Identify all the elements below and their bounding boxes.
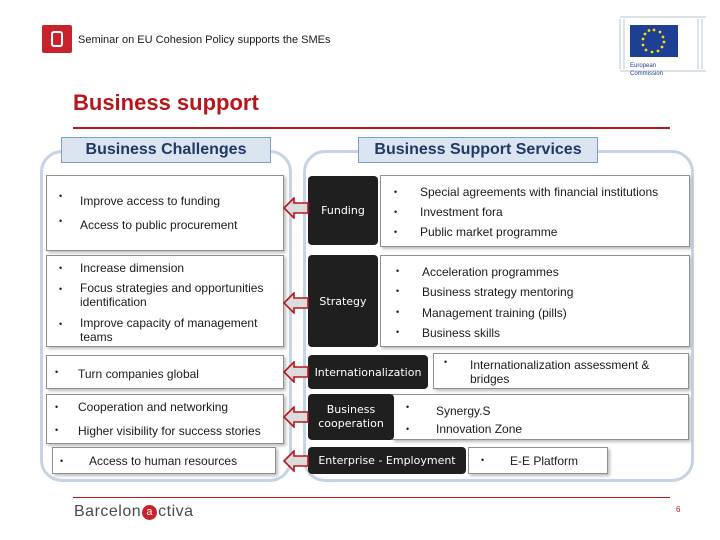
bullet: • bbox=[59, 263, 63, 273]
bullet: • bbox=[59, 216, 63, 226]
challenge-panel-hr: • Access to human resources bbox=[52, 447, 276, 474]
header-text: Seminar on EU Cohesion Policy supports t… bbox=[78, 34, 331, 46]
service-panel-cooperation: • Synergy.S • Innovation Zone bbox=[392, 394, 689, 440]
bullet: • bbox=[394, 227, 398, 237]
bullet: • bbox=[55, 367, 59, 377]
bullet: • bbox=[59, 284, 63, 294]
bullet: • bbox=[406, 402, 410, 412]
service-label-cooperation: Business cooperation bbox=[308, 394, 394, 440]
service-item: Innovation Zone bbox=[436, 422, 523, 436]
challenge-item: Turn companies global bbox=[78, 367, 199, 381]
challenge-item: Improve access to funding bbox=[80, 194, 221, 208]
challenge-panel-cooperation: • Cooperation and networking • Higher vi… bbox=[46, 394, 284, 444]
service-item: Business strategy mentoring bbox=[422, 285, 574, 299]
bullet: • bbox=[55, 402, 59, 412]
services-heading: Business Support Services bbox=[358, 137, 598, 163]
bullet: • bbox=[59, 191, 63, 201]
challenge-item: Increase dimension bbox=[80, 261, 185, 275]
service-item: Internationalization assessment & bridge… bbox=[470, 358, 650, 386]
bullet: • bbox=[396, 327, 400, 337]
page-title: Business support bbox=[73, 90, 259, 115]
challenge-panel-funding: • Improve access to funding • Access to … bbox=[46, 175, 284, 251]
bullet: • bbox=[406, 424, 410, 434]
challenge-item: Cooperation and networking bbox=[78, 400, 229, 414]
challenge-item: Access to human resources bbox=[89, 454, 238, 468]
page-number: 6 bbox=[676, 505, 681, 514]
ec-logo-line1: European bbox=[630, 63, 656, 69]
service-label-internationalization: Internationalization bbox=[308, 355, 428, 389]
service-item: Special agreements with financial instit… bbox=[420, 185, 659, 199]
service-item: Public market programme bbox=[420, 225, 558, 239]
bullet: • bbox=[481, 455, 485, 465]
service-panel-funding: • Special agreements with financial inst… bbox=[380, 175, 690, 247]
service-label-funding: Funding bbox=[308, 176, 378, 245]
challenge-item: Improve capacity of management teams bbox=[80, 316, 258, 344]
bullet: • bbox=[394, 207, 398, 217]
challenge-item: Focus strategies and opportunities ident… bbox=[80, 281, 264, 309]
ec-logo-line2: Commission bbox=[630, 71, 663, 77]
brand-post: ctiva bbox=[158, 503, 194, 520]
arrow-left-icon bbox=[283, 197, 309, 219]
bullet: • bbox=[55, 425, 59, 435]
challenge-panel-strategy: • Increase dimension • Focus strategies … bbox=[46, 255, 284, 347]
service-item: E-E Platform bbox=[510, 454, 579, 468]
bullet: • bbox=[396, 307, 400, 317]
arrow-left-icon bbox=[283, 361, 309, 383]
arrow-left-icon bbox=[283, 292, 309, 314]
service-item: Business skills bbox=[422, 326, 501, 340]
challenge-item: Higher visibility for success stories bbox=[78, 424, 261, 438]
brand-pre: Barcelon bbox=[74, 503, 142, 520]
arrow-left-icon bbox=[283, 450, 309, 472]
title-divider bbox=[73, 127, 670, 129]
challenge-item: Access to public procurement bbox=[80, 218, 238, 232]
bullet: • bbox=[394, 187, 398, 197]
service-item: Management training (pills) bbox=[422, 306, 567, 320]
service-label-employment: Enterprise - Employment bbox=[308, 447, 466, 474]
service-item: Acceleration programmes bbox=[422, 265, 559, 279]
bullet: • bbox=[396, 286, 400, 296]
service-item: Synergy.S bbox=[436, 404, 491, 418]
bullet: • bbox=[396, 266, 400, 276]
service-panel-strategy: • Acceleration programmes • Business str… bbox=[380, 255, 690, 347]
brand-mark-icon: a bbox=[142, 505, 158, 520]
service-panel-employment: • E-E Platform bbox=[468, 447, 608, 474]
challenge-panel-global: • Turn companies global bbox=[46, 355, 284, 389]
building-lines-icon bbox=[619, 16, 706, 72]
barcelona-logo-icon bbox=[42, 25, 72, 53]
challenges-heading: Business Challenges bbox=[61, 137, 271, 163]
service-label-strategy: Strategy bbox=[308, 255, 378, 347]
bullet: • bbox=[444, 357, 448, 367]
arrow-left-icon bbox=[283, 406, 309, 428]
european-commission-logo: European Commission bbox=[619, 16, 706, 77]
bullet: • bbox=[59, 319, 63, 329]
service-item: Investment fora bbox=[420, 205, 503, 219]
service-panel-internationalization: • Internationalization assessment & brid… bbox=[433, 353, 689, 389]
footer-divider bbox=[73, 497, 670, 498]
bullet: • bbox=[60, 456, 64, 466]
